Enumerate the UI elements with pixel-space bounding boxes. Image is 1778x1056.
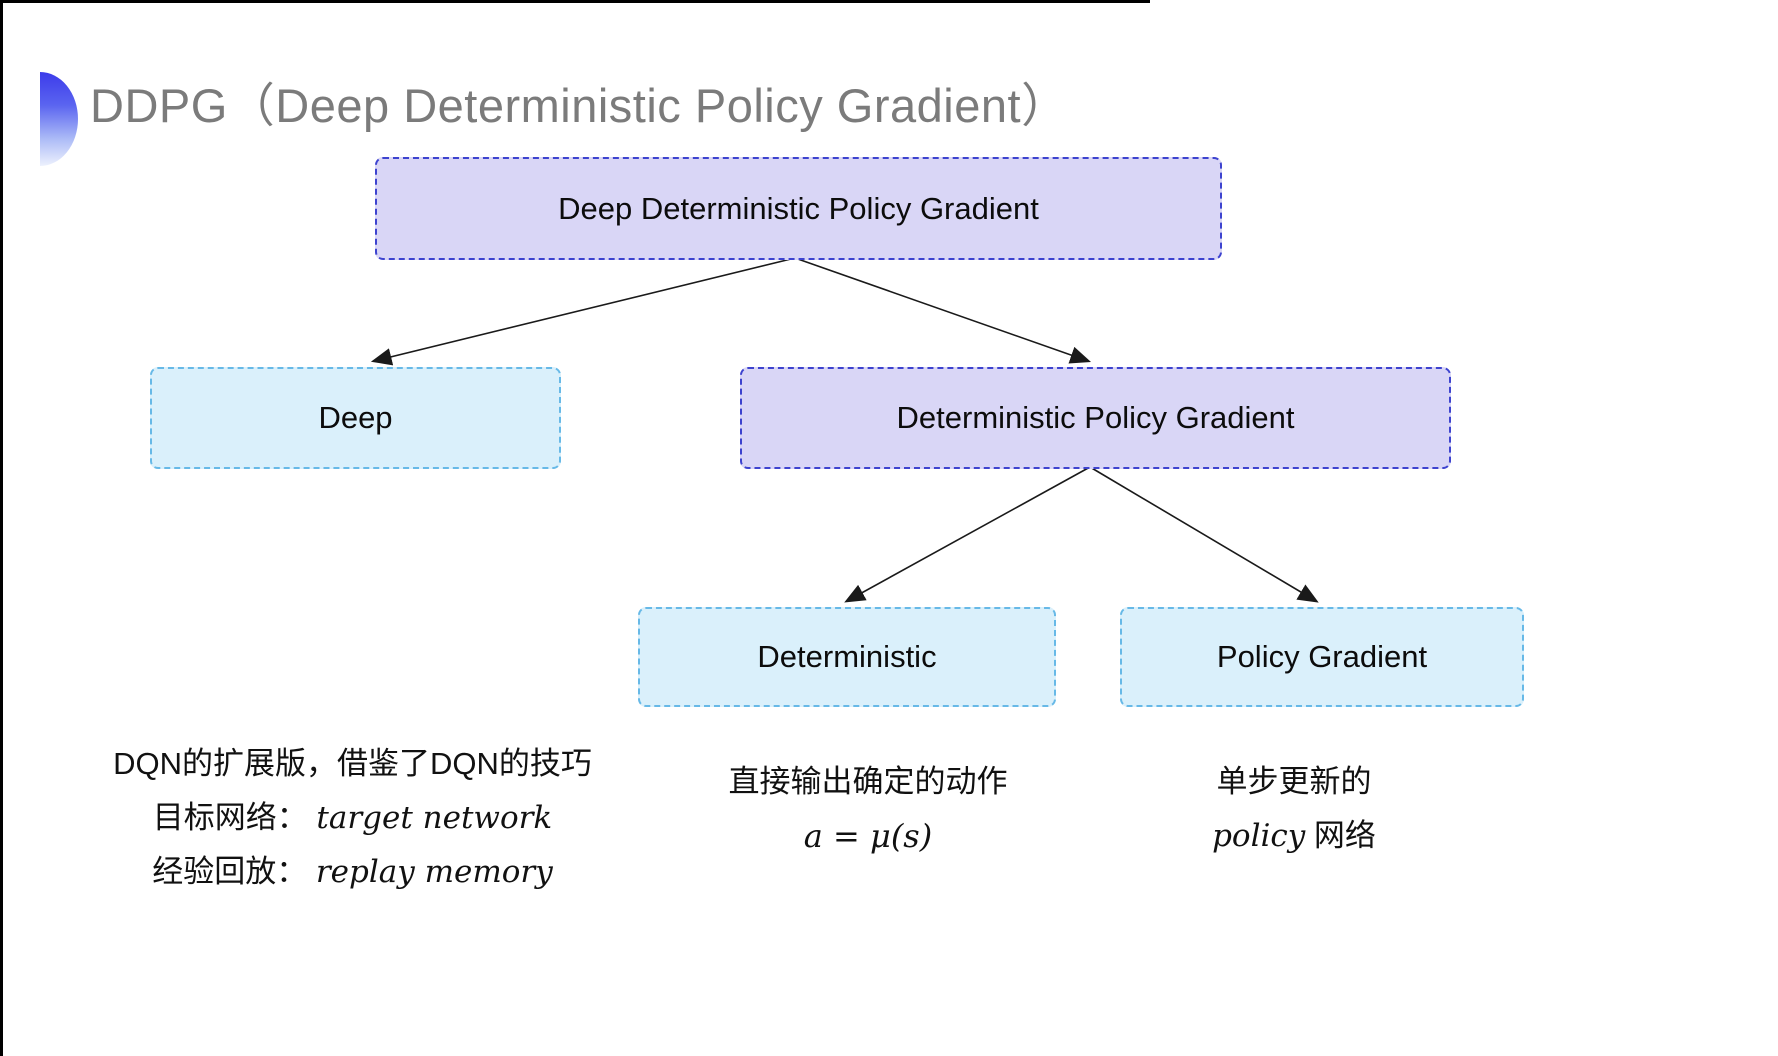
node-label: Deterministic (757, 639, 937, 674)
note-line: 直接输出确定的动作 (668, 762, 1068, 802)
note-text: 网络 (1313, 818, 1376, 853)
left-border-line (0, 0, 3, 1056)
note-label: 经验回放： (152, 854, 308, 889)
arrow-root-to-deep (370, 257, 796, 366)
node-deep-deterministic-policy-gradient: Deep Deterministic Policy Gradient (375, 157, 1222, 260)
notes-policy-gradient: 单步更新的 policy 网络 (1094, 762, 1494, 870)
node-policy-gradient: Policy Gradient (1120, 607, 1524, 707)
arrow-dpg-to-deterministic (844, 466, 1091, 603)
node-deterministic: Deterministic (638, 607, 1056, 707)
node-deterministic-policy-gradient: Deterministic Policy Gradient (740, 367, 1451, 469)
top-border-line (0, 0, 1150, 3)
notes-deep: DQN的扩展版，借鉴了DQN的技巧 目标网络： target network 经… (80, 744, 625, 906)
blue-semicircle-bullet-icon (40, 72, 78, 166)
note-line: DQN的扩展版，借鉴了DQN的技巧 (80, 744, 625, 784)
note-line: 经验回放： replay memory (80, 852, 625, 892)
note-line: policy 网络 (1094, 816, 1494, 856)
node-label: Deterministic Policy Gradient (896, 400, 1295, 435)
node-deep: Deep (150, 367, 561, 469)
note-text: 单步更新的 (1216, 764, 1372, 799)
note-line: 单步更新的 (1094, 762, 1494, 802)
arrow-dpg-to-policy-gradient (1089, 466, 1319, 603)
page-title: DDPG（Deep Deterministic Policy Gradient） (90, 79, 1069, 132)
arrow-root-to-dpg (794, 257, 1092, 364)
note-label: 目标网络： (152, 800, 308, 835)
note-term: target network (316, 800, 553, 836)
node-label: Deep Deterministic Policy Gradient (558, 190, 1039, 226)
note-term: policy (1212, 818, 1306, 854)
equation-text: a = μ(s) (803, 817, 933, 855)
note-text: 直接输出确定的动作 (728, 764, 1008, 799)
notes-deterministic: 直接输出确定的动作 a = μ(s) (668, 762, 1068, 871)
node-label: Policy Gradient (1216, 639, 1428, 674)
note-text: DQN的扩展版，借鉴了DQN的技巧 (113, 746, 592, 781)
note-line: a = μ(s) (668, 816, 1068, 857)
node-label: Deep (318, 400, 393, 435)
note-term: replay memory (315, 854, 553, 890)
note-line: 目标网络： target network (80, 798, 625, 838)
